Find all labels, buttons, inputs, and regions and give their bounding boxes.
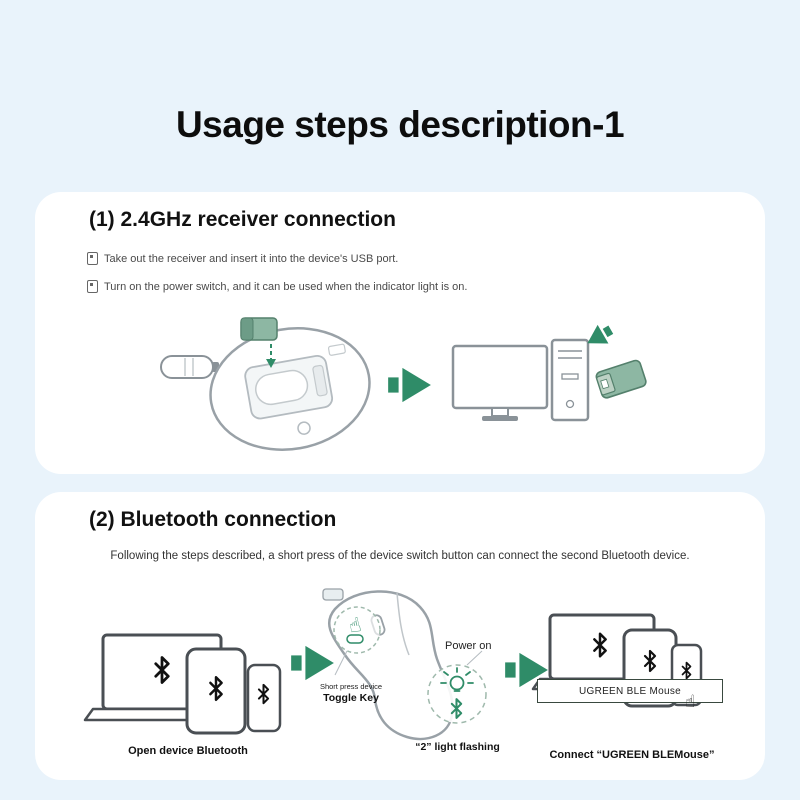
receiver-connection-illustration <box>160 317 647 451</box>
instruction-bullet-1: Take out the receiver and insert it into… <box>87 252 398 265</box>
bluetooth-connection-illustration <box>83 588 703 741</box>
monitor-icon <box>451 344 549 421</box>
section-bluetooth-connection: (2) Bluetooth connection Following the s… <box>35 492 765 780</box>
open-bluetooth-label: Open device Bluetooth <box>128 745 248 757</box>
step-bullet-icon <box>87 280 98 293</box>
usb-receiver-icon <box>595 359 647 399</box>
connect-label: Connect “UGREEN BLEMouse” <box>549 749 715 761</box>
phone-icon <box>246 663 282 733</box>
section1-heading: (1) 2.4GHz receiver connection <box>89 208 396 231</box>
cursor-hand-icon: ☝ <box>685 692 696 711</box>
bulb-icon <box>440 667 474 692</box>
step-bullet-icon <box>87 252 98 265</box>
bullet-text: Take out the receiver and insert it into… <box>104 252 399 265</box>
arrow-right-icon <box>291 645 334 681</box>
arrow-right-icon <box>388 367 431 403</box>
short-press-label: Short press device <box>319 682 383 691</box>
toggle-key-callout <box>333 606 381 676</box>
section2-heading: (2) Bluetooth connection <box>89 508 337 531</box>
device-name-text: UGREEN BLE Mouse <box>578 685 682 697</box>
insert-arrow-icon <box>266 344 276 368</box>
mouse-bottom-illustration <box>209 327 371 451</box>
usb-receiver-icon <box>240 317 278 341</box>
battery-icon <box>160 355 219 379</box>
section-receiver-connection: (1) 2.4GHz receiver connection Take out … <box>35 192 765 474</box>
light-flashing-label: “2” light flashing <box>415 741 500 753</box>
tablet-icon <box>185 647 247 735</box>
toggle-key-label: Toggle Key <box>323 692 379 704</box>
pc-tower-icon <box>550 338 590 422</box>
bullet-text: Turn on the power switch, and it can be … <box>104 280 468 293</box>
page-title: Usage steps description-1 <box>175 104 625 145</box>
instruction-bullet-2: Turn on the power switch, and it can be … <box>87 280 467 293</box>
power-on-pointer-line <box>466 650 483 666</box>
indicator-callout <box>427 664 487 724</box>
power-on-label: Power on <box>445 640 492 652</box>
section2-description: Following the steps described, a short p… <box>110 550 690 562</box>
device-name-banner: UGREEN BLE Mouse <box>537 679 723 703</box>
